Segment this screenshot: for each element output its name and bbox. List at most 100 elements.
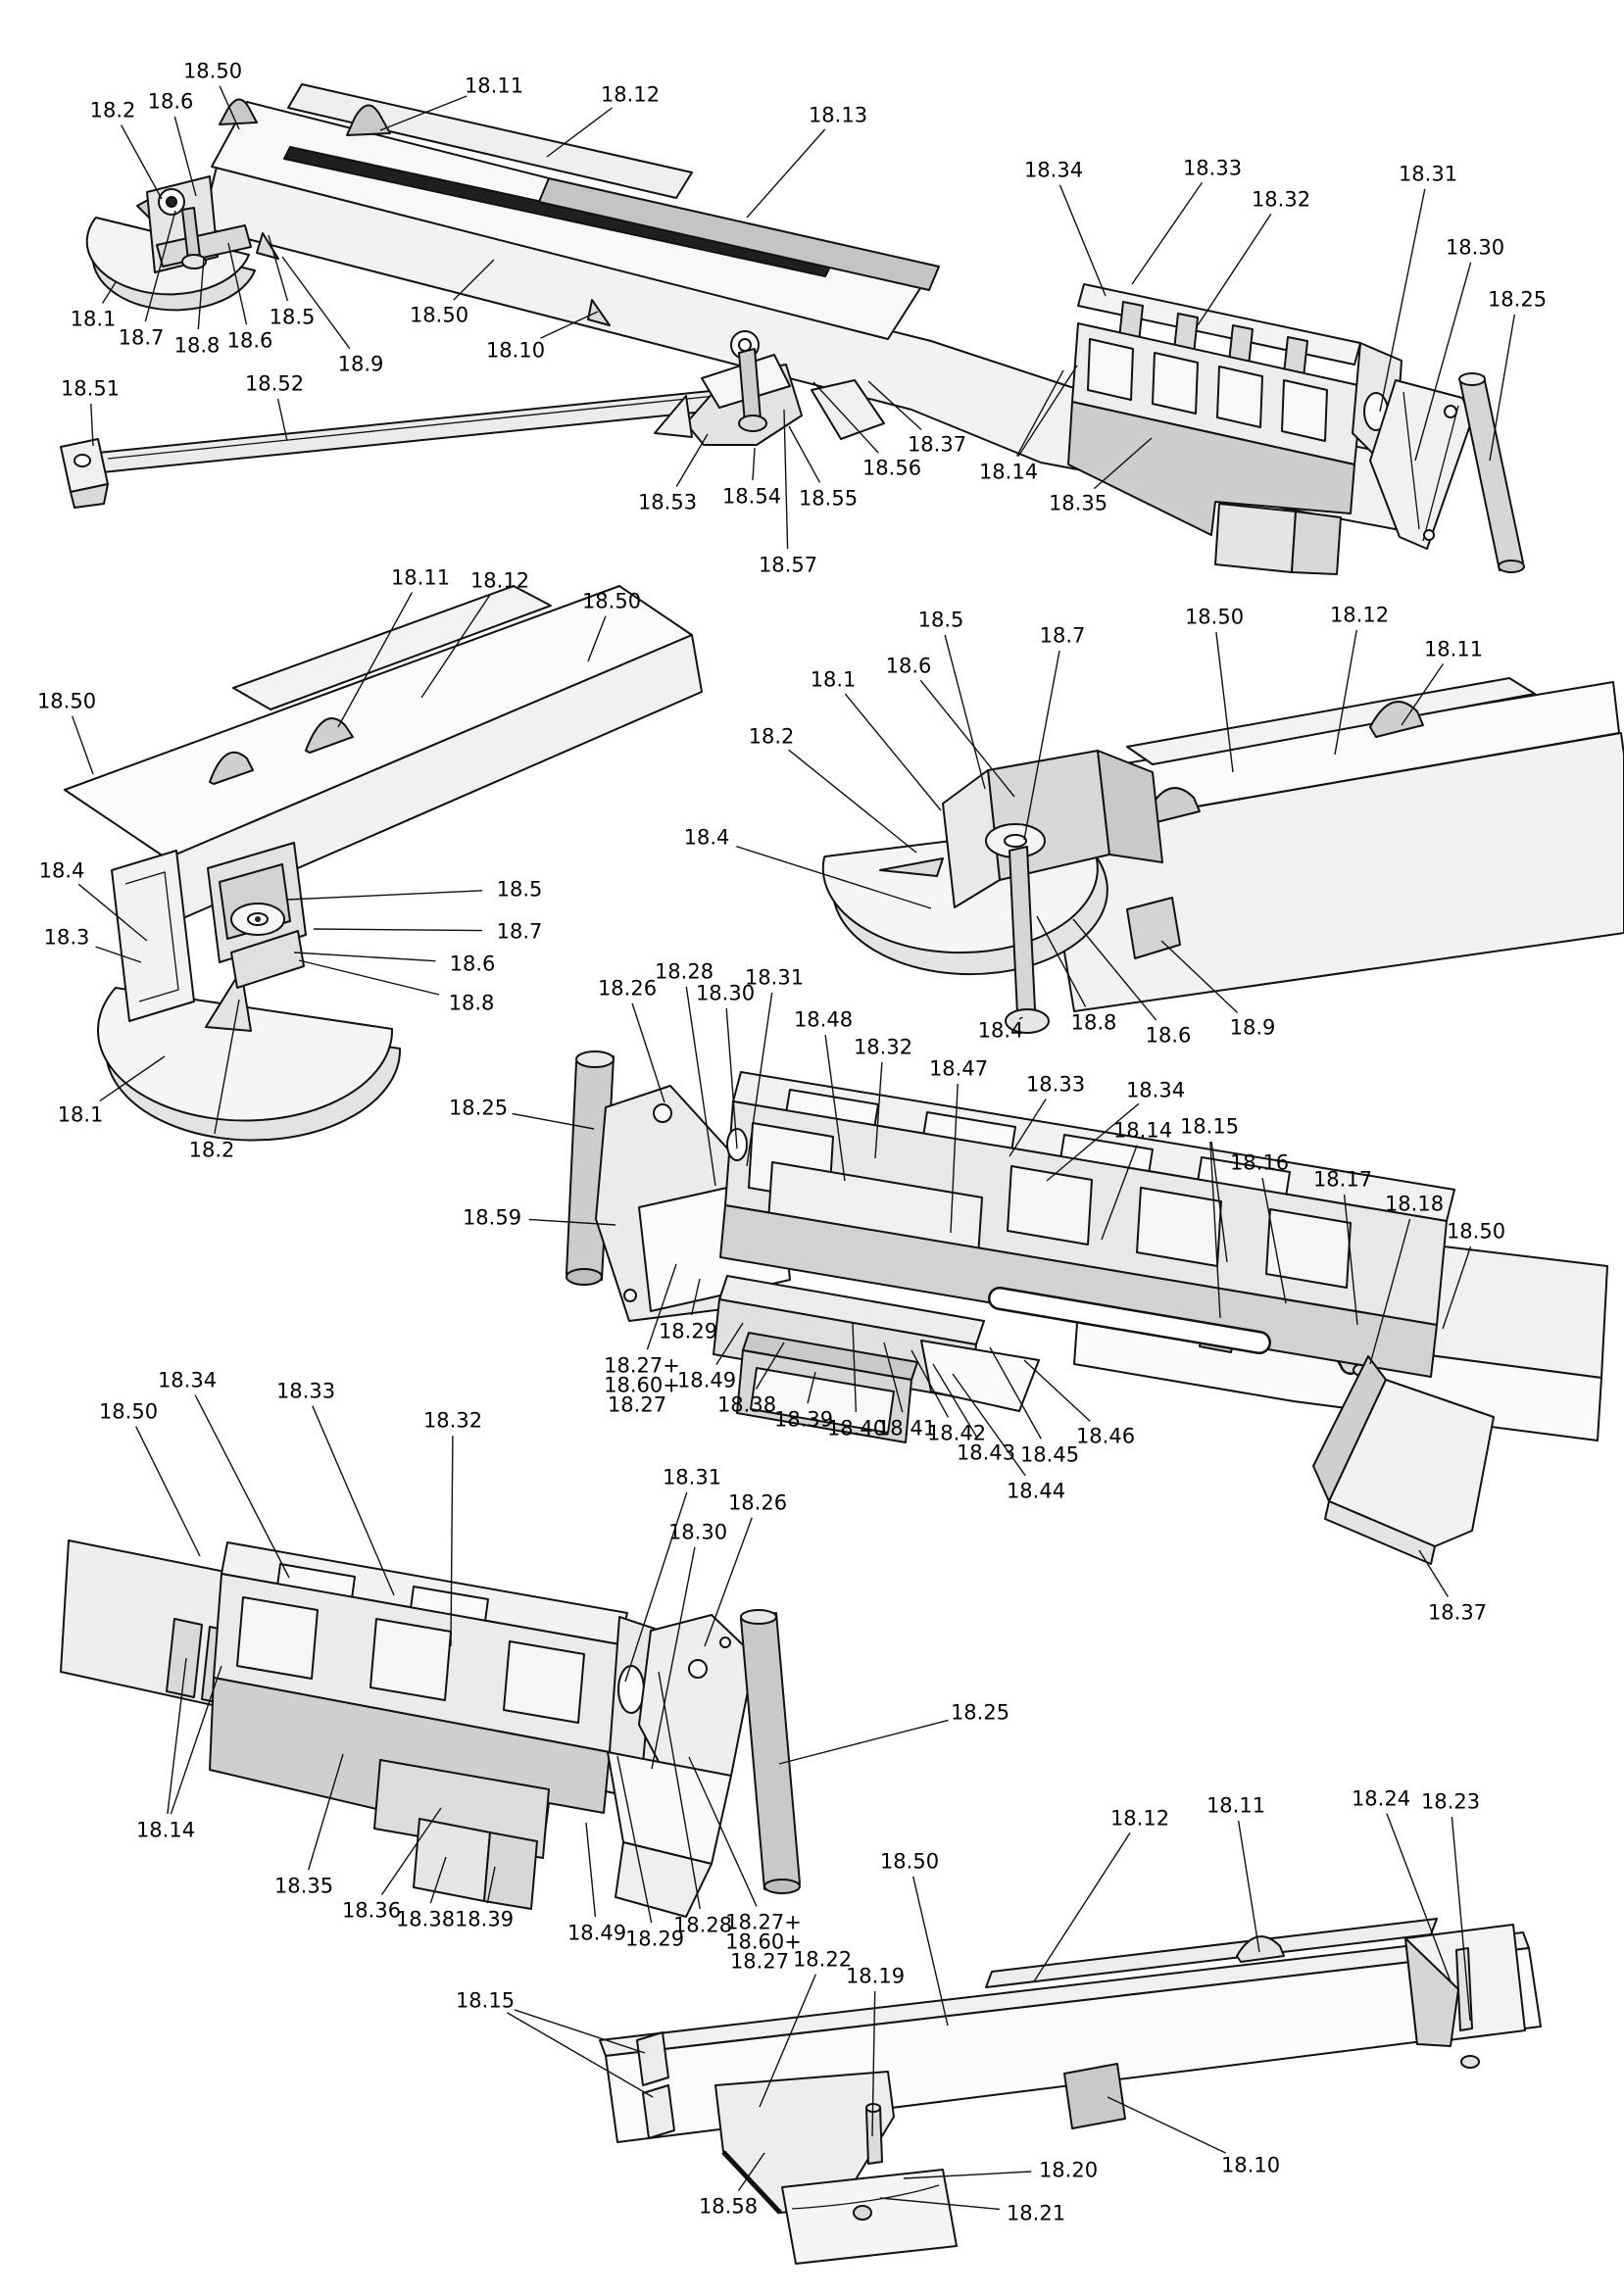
- part-label-group: 18.32: [1197, 187, 1310, 326]
- leader-line: [379, 95, 468, 131]
- leader-line: [879, 2197, 1000, 2211]
- part-number-label: 18.49: [567, 1921, 626, 1944]
- part-label-group: 18.29: [659, 1278, 717, 1343]
- part-label-group: 18.51: [61, 376, 120, 447]
- part-label-group: 18.50: [37, 689, 96, 775]
- part-number-label: 18.27: [608, 1392, 666, 1416]
- leader-line: [90, 403, 94, 447]
- leader-line: [1386, 1813, 1452, 1982]
- part-label-group: 18.5: [286, 877, 542, 901]
- leader-line: [788, 425, 821, 483]
- part-number-label: 18.17: [1313, 1167, 1372, 1191]
- leader-line: [420, 595, 491, 699]
- part-number-label: 18.1: [811, 667, 857, 691]
- leader-line: [194, 1394, 290, 1579]
- part-number-label: 18.42: [927, 1421, 986, 1444]
- lower-washer: [1005, 1008, 1050, 1034]
- leader-line: [631, 1002, 665, 1103]
- part-number-label: 18.44: [1007, 1479, 1065, 1502]
- part-number-label: 18.60+: [725, 1930, 802, 1953]
- part-number-label: 18.54: [722, 484, 781, 508]
- part-number-label: 18.37: [1428, 1600, 1487, 1624]
- part-number-label: 18.28: [655, 959, 714, 983]
- head-disc: [97, 987, 394, 1122]
- part-label-group: 18.38: [396, 1856, 455, 1930]
- part-number-label: 18.40: [827, 1416, 886, 1440]
- leader-line: [755, 1342, 785, 1390]
- part-number-label: 18.8: [1071, 1010, 1117, 1034]
- a-frame-hole: [719, 1637, 731, 1648]
- part-number-label: 18.34: [158, 1368, 217, 1392]
- leader-line: [690, 1278, 701, 1316]
- leader-line: [1023, 1359, 1091, 1422]
- part-label-group: 18.14: [979, 365, 1078, 483]
- a-frame-hole: [688, 1659, 708, 1679]
- part-number-label: 18.11: [391, 565, 450, 589]
- leader-line: [1209, 1141, 1221, 1319]
- leader-line: [308, 1753, 344, 1871]
- part-number-label: 18.12: [1110, 1806, 1169, 1830]
- part-number-label: 18.14: [1113, 1118, 1172, 1142]
- tail-box-pin-hole: [853, 2205, 872, 2221]
- part-number-label: 18.30: [696, 981, 755, 1004]
- part-label-group: 18.7: [1023, 623, 1085, 841]
- leader-line: [507, 2012, 654, 2098]
- part-number-label: 18.10: [1221, 2153, 1280, 2176]
- cage-window: [1216, 366, 1263, 428]
- leader-line: [616, 1755, 653, 1924]
- leader-line: [486, 1866, 496, 1904]
- part-number-label: 18.11: [1206, 1793, 1265, 1817]
- part-number-label: 18.34: [1126, 1078, 1185, 1101]
- leader-line: [871, 1990, 876, 2137]
- part-number-label: 18.14: [979, 460, 1038, 483]
- view-boom-head-detail-left: [64, 585, 703, 1142]
- leader-line: [512, 1112, 595, 1130]
- part-label-group: 18.43: [932, 1363, 1015, 1464]
- leader-line: [1489, 314, 1515, 462]
- leader-line: [268, 234, 289, 302]
- support-rod: [740, 1612, 801, 1890]
- part-label-group: 18.44: [952, 1373, 1065, 1502]
- screw-center: [255, 916, 261, 922]
- part-number-label: 18.18: [1385, 1192, 1444, 1215]
- part-number-label: 18.36: [342, 1898, 401, 1922]
- part-label-group: 18.1: [811, 667, 942, 811]
- leader-line: [788, 749, 917, 854]
- part-label-group: 18.3: [44, 925, 142, 963]
- lug-tab: [1126, 897, 1181, 959]
- part-number-label: 18.2: [90, 98, 136, 122]
- leader-line: [1058, 184, 1107, 297]
- part-label-group: 18.60+: [604, 1373, 680, 1396]
- part-label-group: 18.31: [1379, 162, 1457, 413]
- locator-pin: [865, 2106, 883, 2165]
- clamp-fins: [230, 930, 305, 989]
- part-label-group: 18.25: [778, 1700, 1009, 1765]
- part-number-label: 18.6: [450, 952, 496, 975]
- leader-line: [585, 1822, 597, 1918]
- leader-line: [1101, 1145, 1138, 1241]
- part-label-group: 18.12: [546, 82, 660, 158]
- leader-line: [1197, 214, 1272, 326]
- part-label-group: 18.50: [410, 259, 495, 326]
- part-number-label: 18.50: [582, 589, 641, 612]
- part-number-label: 18.50: [1447, 1219, 1505, 1243]
- part-number-label: 18.6: [1146, 1023, 1192, 1047]
- leader-line: [99, 1055, 166, 1101]
- leader-line: [746, 992, 773, 1167]
- part-number-label: 18.33: [276, 1379, 335, 1402]
- part-label-group: 18.47: [929, 1056, 988, 1234]
- part-number-label: 18.6: [148, 89, 194, 113]
- part-label-group: 18.4: [684, 825, 932, 909]
- leader-line: [1379, 188, 1426, 413]
- cage-capsule: [990, 1289, 1269, 1352]
- leader-line: [737, 2152, 765, 2191]
- part-number-label: 18.59: [463, 1205, 521, 1229]
- cage-window-lower: [236, 1596, 319, 1680]
- part-label-group: 18.30: [696, 981, 755, 1149]
- a-frame-hole: [1444, 405, 1457, 418]
- bottom-box-side: [483, 1832, 538, 1910]
- part-label-group: 18.16: [1230, 1150, 1289, 1304]
- part-label-group: 18.7: [313, 919, 542, 943]
- part-label-group: 18.39: [774, 1371, 833, 1431]
- part-number-label: 18.46: [1076, 1424, 1135, 1447]
